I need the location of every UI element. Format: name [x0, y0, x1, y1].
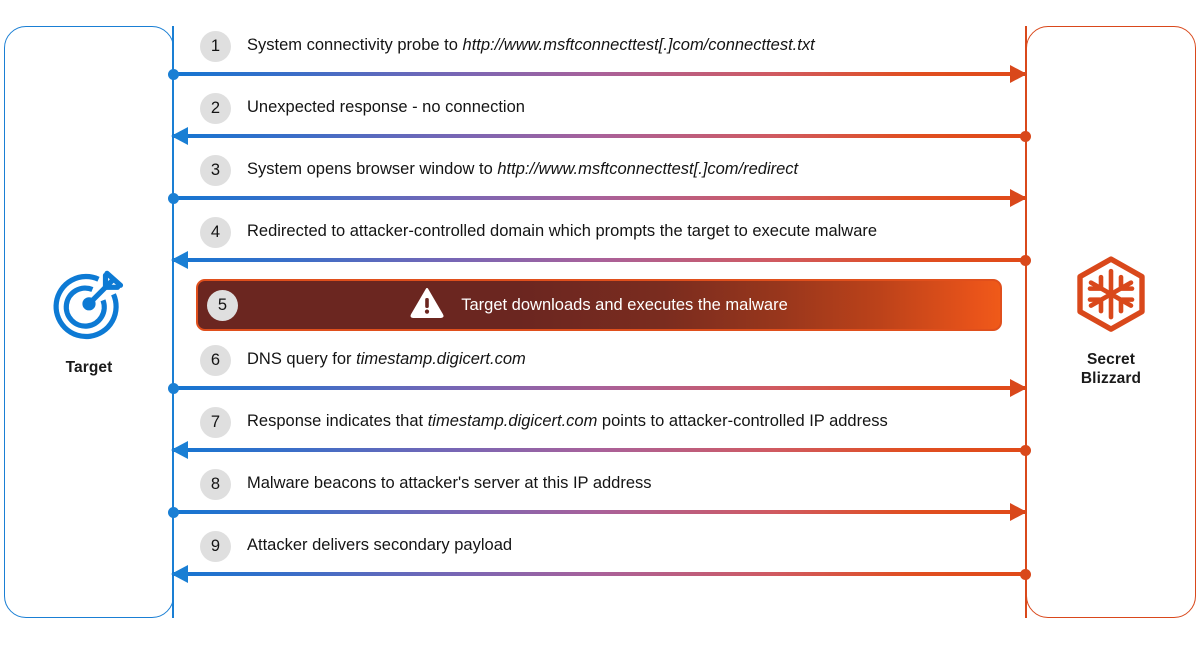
message-row-4: 4 Redirected to attacker-controlled doma…	[171, 214, 1031, 276]
highlight-banner-malware-execution: 5 Target downloads and executes the malw…	[196, 279, 1002, 331]
message-label-2: 2 Unexpected response - no connection	[200, 92, 525, 124]
step-badge-2: 2	[200, 92, 231, 124]
arrow-origin-dot-1	[167, 68, 179, 80]
actor-target-content: Target	[5, 267, 173, 377]
arrow-line-4	[172, 257, 1026, 262]
step-badge-3: 3	[200, 154, 231, 186]
message-row-8: 8 Malware beacons to attacker's server a…	[167, 466, 1027, 528]
arrow-line-8	[172, 509, 1026, 514]
step-badge-6: 6	[200, 344, 231, 376]
message-row-2: 2 Unexpected response - no connection	[171, 90, 1031, 152]
target-bullseye-icon	[52, 267, 126, 346]
arrow-head-9	[171, 565, 188, 584]
step-badge-7: 7	[200, 406, 231, 438]
actor-adversary-label-line1: Secret	[1086, 351, 1135, 369]
step-badge-8: 8	[200, 468, 231, 500]
actor-target-label: Target	[65, 358, 113, 376]
arrow-head-3	[1010, 189, 1027, 208]
message-label-3: 3 System opens browser window to http://…	[200, 154, 798, 186]
actor-box-adversary: Secret Blizzard	[1026, 26, 1196, 618]
arrow-origin-dot-6	[167, 382, 179, 394]
message-label-4: 4 Redirected to attacker-controlled doma…	[200, 216, 877, 248]
arrow-head-8	[1010, 503, 1027, 522]
message-text-4: Redirected to attacker-controlled domain…	[247, 222, 878, 241]
message-row-6: 6 DNS query for timestamp.digicert.com	[167, 342, 1027, 404]
message-text-6: DNS query for timestamp.digicert.com	[247, 350, 526, 369]
message-label-6: 6 DNS query for timestamp.digicert.com	[200, 344, 526, 376]
message-text-3: System opens browser window to http://ww…	[247, 160, 799, 179]
message-text-5: Target downloads and executes the malwar…	[461, 295, 788, 314]
message-row-1: 1 System connectivity probe to http://ww…	[167, 28, 1027, 90]
step-badge-4: 4	[200, 216, 231, 248]
lifeline-adversary	[1025, 26, 1028, 618]
actor-box-target: Target	[4, 26, 174, 618]
message-label-8: 8 Malware beacons to attacker's server a…	[200, 468, 652, 500]
arrow-head-4	[171, 251, 188, 270]
message-label-1: 1 System connectivity probe to http://ww…	[200, 30, 815, 62]
actor-adversary-label-line2: Blizzard	[1080, 370, 1142, 388]
step-badge-1: 1	[200, 30, 231, 62]
arrow-origin-dot-2	[1019, 130, 1031, 142]
arrow-line-3	[172, 195, 1026, 200]
arrow-line-1	[172, 71, 1026, 76]
message-text-8: Malware beacons to attacker's server at …	[247, 474, 652, 493]
warning-triangle-icon	[410, 287, 444, 323]
arrow-origin-dot-9	[1019, 568, 1031, 580]
arrow-head-2	[171, 127, 188, 146]
message-row-3: 3 System opens browser window to http://…	[167, 152, 1027, 214]
actor-adversary-content: Secret Blizzard	[1027, 255, 1195, 389]
arrow-head-1	[1010, 65, 1027, 84]
banner-content: Target downloads and executes the malwar…	[238, 287, 960, 323]
message-text-7: Response indicates that timestamp.digice…	[247, 412, 888, 431]
lifeline-target	[172, 26, 175, 618]
actor-adversary-label: Secret Blizzard	[1081, 350, 1141, 389]
arrow-head-6	[1010, 379, 1027, 398]
step-badge-5: 5	[207, 289, 238, 321]
arrow-line-2	[172, 133, 1026, 138]
arrow-origin-dot-4	[1019, 254, 1031, 266]
arrow-line-7	[172, 447, 1026, 452]
arrow-head-7	[171, 441, 188, 460]
message-row-9: 9 Attacker delivers secondary payload	[171, 528, 1031, 590]
message-text-2: Unexpected response - no connection	[247, 98, 525, 117]
message-row-7: 7 Response indicates that timestamp.digi…	[171, 404, 1031, 466]
message-text-9: Attacker delivers secondary payload	[247, 536, 513, 555]
snowflake-hexagon-icon	[1072, 255, 1150, 338]
arrow-origin-dot-3	[167, 192, 179, 204]
arrow-origin-dot-7	[1019, 444, 1031, 456]
arrow-line-9	[172, 571, 1026, 576]
arrow-origin-dot-8	[167, 506, 179, 518]
message-label-7: 7 Response indicates that timestamp.digi…	[200, 406, 888, 438]
arrow-line-6	[172, 385, 1026, 390]
message-row-5: 5 Target downloads and executes the malw…	[172, 276, 1026, 338]
step-badge-9: 9	[200, 530, 231, 562]
message-text-1: System connectivity probe to http://www.…	[247, 36, 815, 55]
message-label-9: 9 Attacker delivers secondary payload	[200, 530, 512, 562]
